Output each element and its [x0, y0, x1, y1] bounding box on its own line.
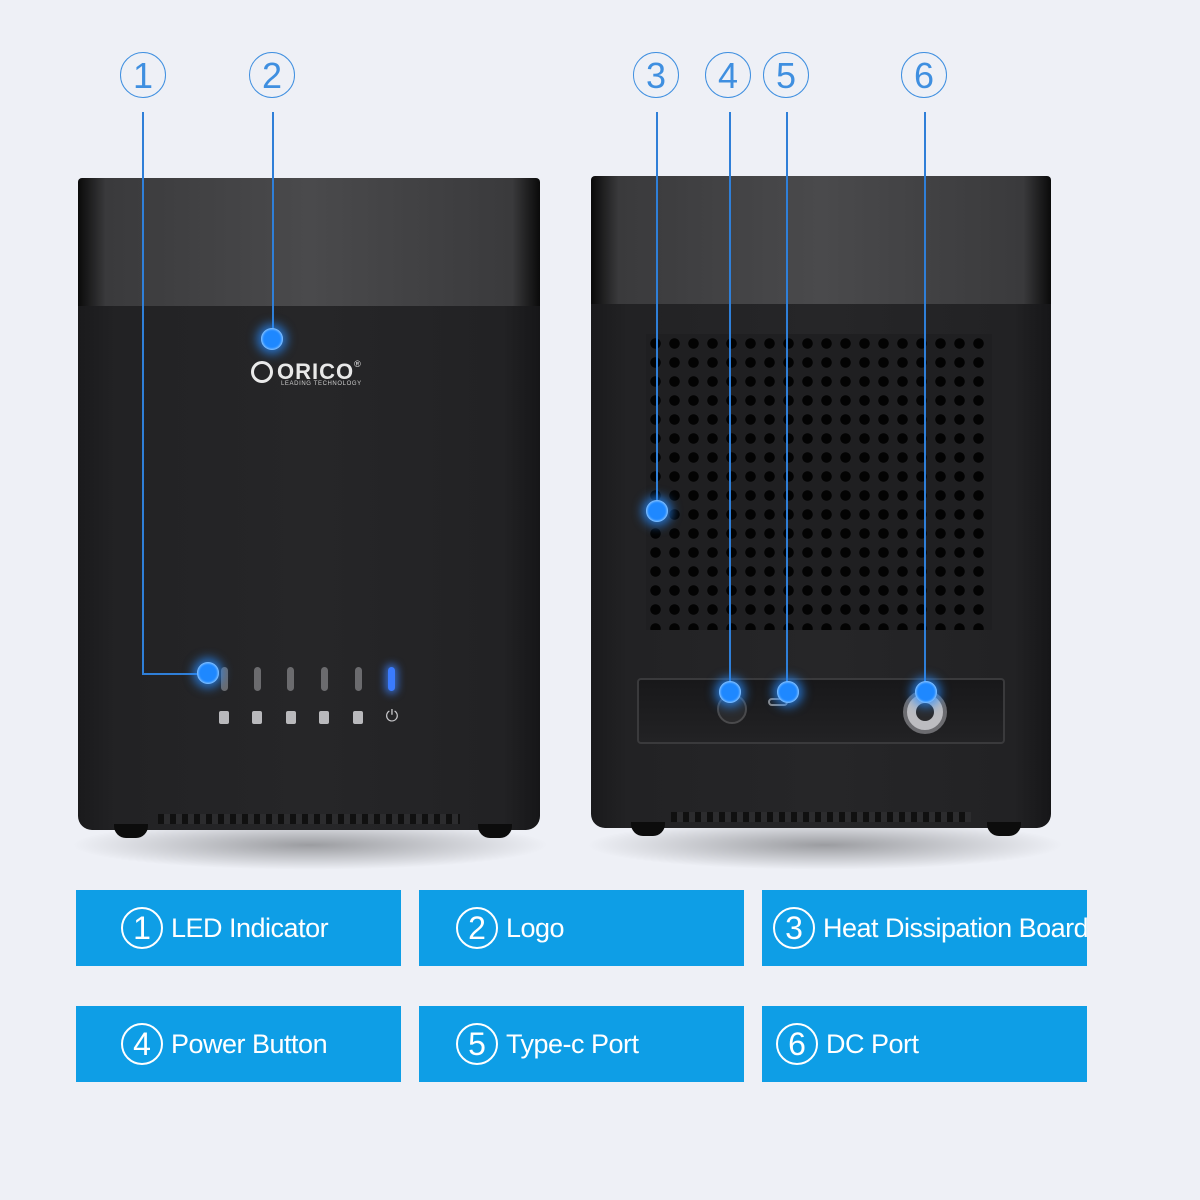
legend-num: 5: [456, 1023, 498, 1065]
heat-dissipation-board: [646, 334, 992, 630]
callout-2-line: [272, 112, 274, 339]
led-disk-2: [254, 667, 261, 691]
disk-icon: [286, 711, 296, 724]
legend-num: 4: [121, 1023, 163, 1065]
orico-logo-mark: [251, 361, 273, 383]
callout-4: 4: [705, 52, 751, 98]
front-foot-right: [478, 824, 512, 838]
legend-label: Logo: [506, 912, 565, 943]
disk-icon: [219, 711, 229, 724]
logo-registered-mark: ®: [354, 359, 361, 369]
legend-label: DC Port: [826, 1028, 919, 1059]
legend-num: 1: [121, 907, 163, 949]
front-foot-left: [114, 824, 148, 838]
legend-heat-dissipation-board: 3 Heat Dissipation Board: [762, 890, 1089, 966]
front-device: ORICO® LEADING TECHNOLOGY ⏻: [78, 178, 540, 838]
callout-6: 6: [901, 52, 947, 98]
led-disk-4: [321, 667, 328, 691]
legend-logo: 2 Logo: [419, 890, 744, 966]
callout-1-hline: [142, 673, 208, 675]
legend-label: Power Button: [171, 1028, 328, 1059]
back-device-shadow: [585, 820, 1065, 870]
port-panel: [637, 678, 1005, 744]
orico-logo: ORICO® LEADING TECHNOLOGY: [251, 359, 362, 387]
led-disk-3: [287, 667, 294, 691]
callout-2: 2: [249, 52, 295, 98]
callout-2-dot: [261, 328, 283, 350]
legend-num: 2: [456, 907, 498, 949]
callout-5: 5: [763, 52, 809, 98]
callout-5-line: [786, 112, 788, 692]
legend-led-indicator: 1 LED Indicator: [76, 890, 401, 966]
back-top-band: [591, 176, 1051, 304]
legend-label: LED Indicator: [171, 912, 329, 943]
logo-brand-text: ORICO: [277, 359, 355, 384]
callout-3-line: [656, 112, 658, 510]
legend-power-button: 4 Power Button: [76, 1006, 401, 1082]
led-disk-5: [355, 667, 362, 691]
legend-num: 3: [773, 907, 815, 949]
power-icon: ⏻: [385, 708, 399, 725]
legend-num: 6: [776, 1023, 818, 1065]
callout-6-dot: [915, 681, 937, 703]
logo-tagline: LEADING TECHNOLOGY: [281, 381, 362, 387]
back-foot-left: [631, 822, 665, 836]
callout-6-line: [924, 112, 926, 692]
front-top-band: [78, 178, 540, 306]
callout-1-line: [142, 112, 144, 673]
led-disk-1: [221, 667, 228, 691]
back-foot-right: [987, 822, 1021, 836]
led-power: [388, 667, 395, 691]
disk-icon: [319, 711, 329, 724]
disk-icon: [252, 711, 262, 724]
callout-4-dot: [719, 681, 741, 703]
legend-label: Heat Dissipation Board: [823, 912, 1089, 943]
back-device: [591, 176, 1051, 836]
legend-dc-port: 6 DC Port: [762, 1006, 1087, 1082]
disk-icon: [353, 711, 363, 724]
callout-1-dot: [197, 662, 219, 684]
callout-5-dot: [777, 681, 799, 703]
callout-3: 3: [633, 52, 679, 98]
legend-type-c-port: 5 Type-c Port: [419, 1006, 744, 1082]
front-foot-vents: [158, 814, 460, 824]
legend-label: Type-c Port: [506, 1028, 639, 1059]
callout-4-line: [729, 112, 731, 692]
back-foot-vents: [671, 812, 971, 822]
callout-1: 1: [120, 52, 166, 98]
callout-3-dot: [646, 500, 668, 522]
